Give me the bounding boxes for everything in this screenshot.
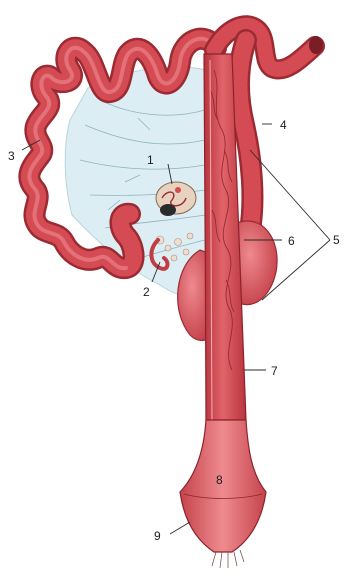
label-3: 3	[8, 149, 15, 163]
label-7: 7	[271, 364, 278, 378]
label-4: 4	[280, 118, 287, 132]
label-9: 9	[154, 529, 161, 543]
label-8: 8	[216, 473, 223, 487]
label-1: 1	[147, 153, 154, 167]
label-2: 2	[143, 285, 150, 299]
label-6: 6	[288, 234, 295, 248]
intestine-opening	[309, 36, 323, 54]
anal-fringe	[212, 550, 244, 568]
rectum	[180, 420, 266, 552]
label-5: 5	[333, 233, 340, 247]
